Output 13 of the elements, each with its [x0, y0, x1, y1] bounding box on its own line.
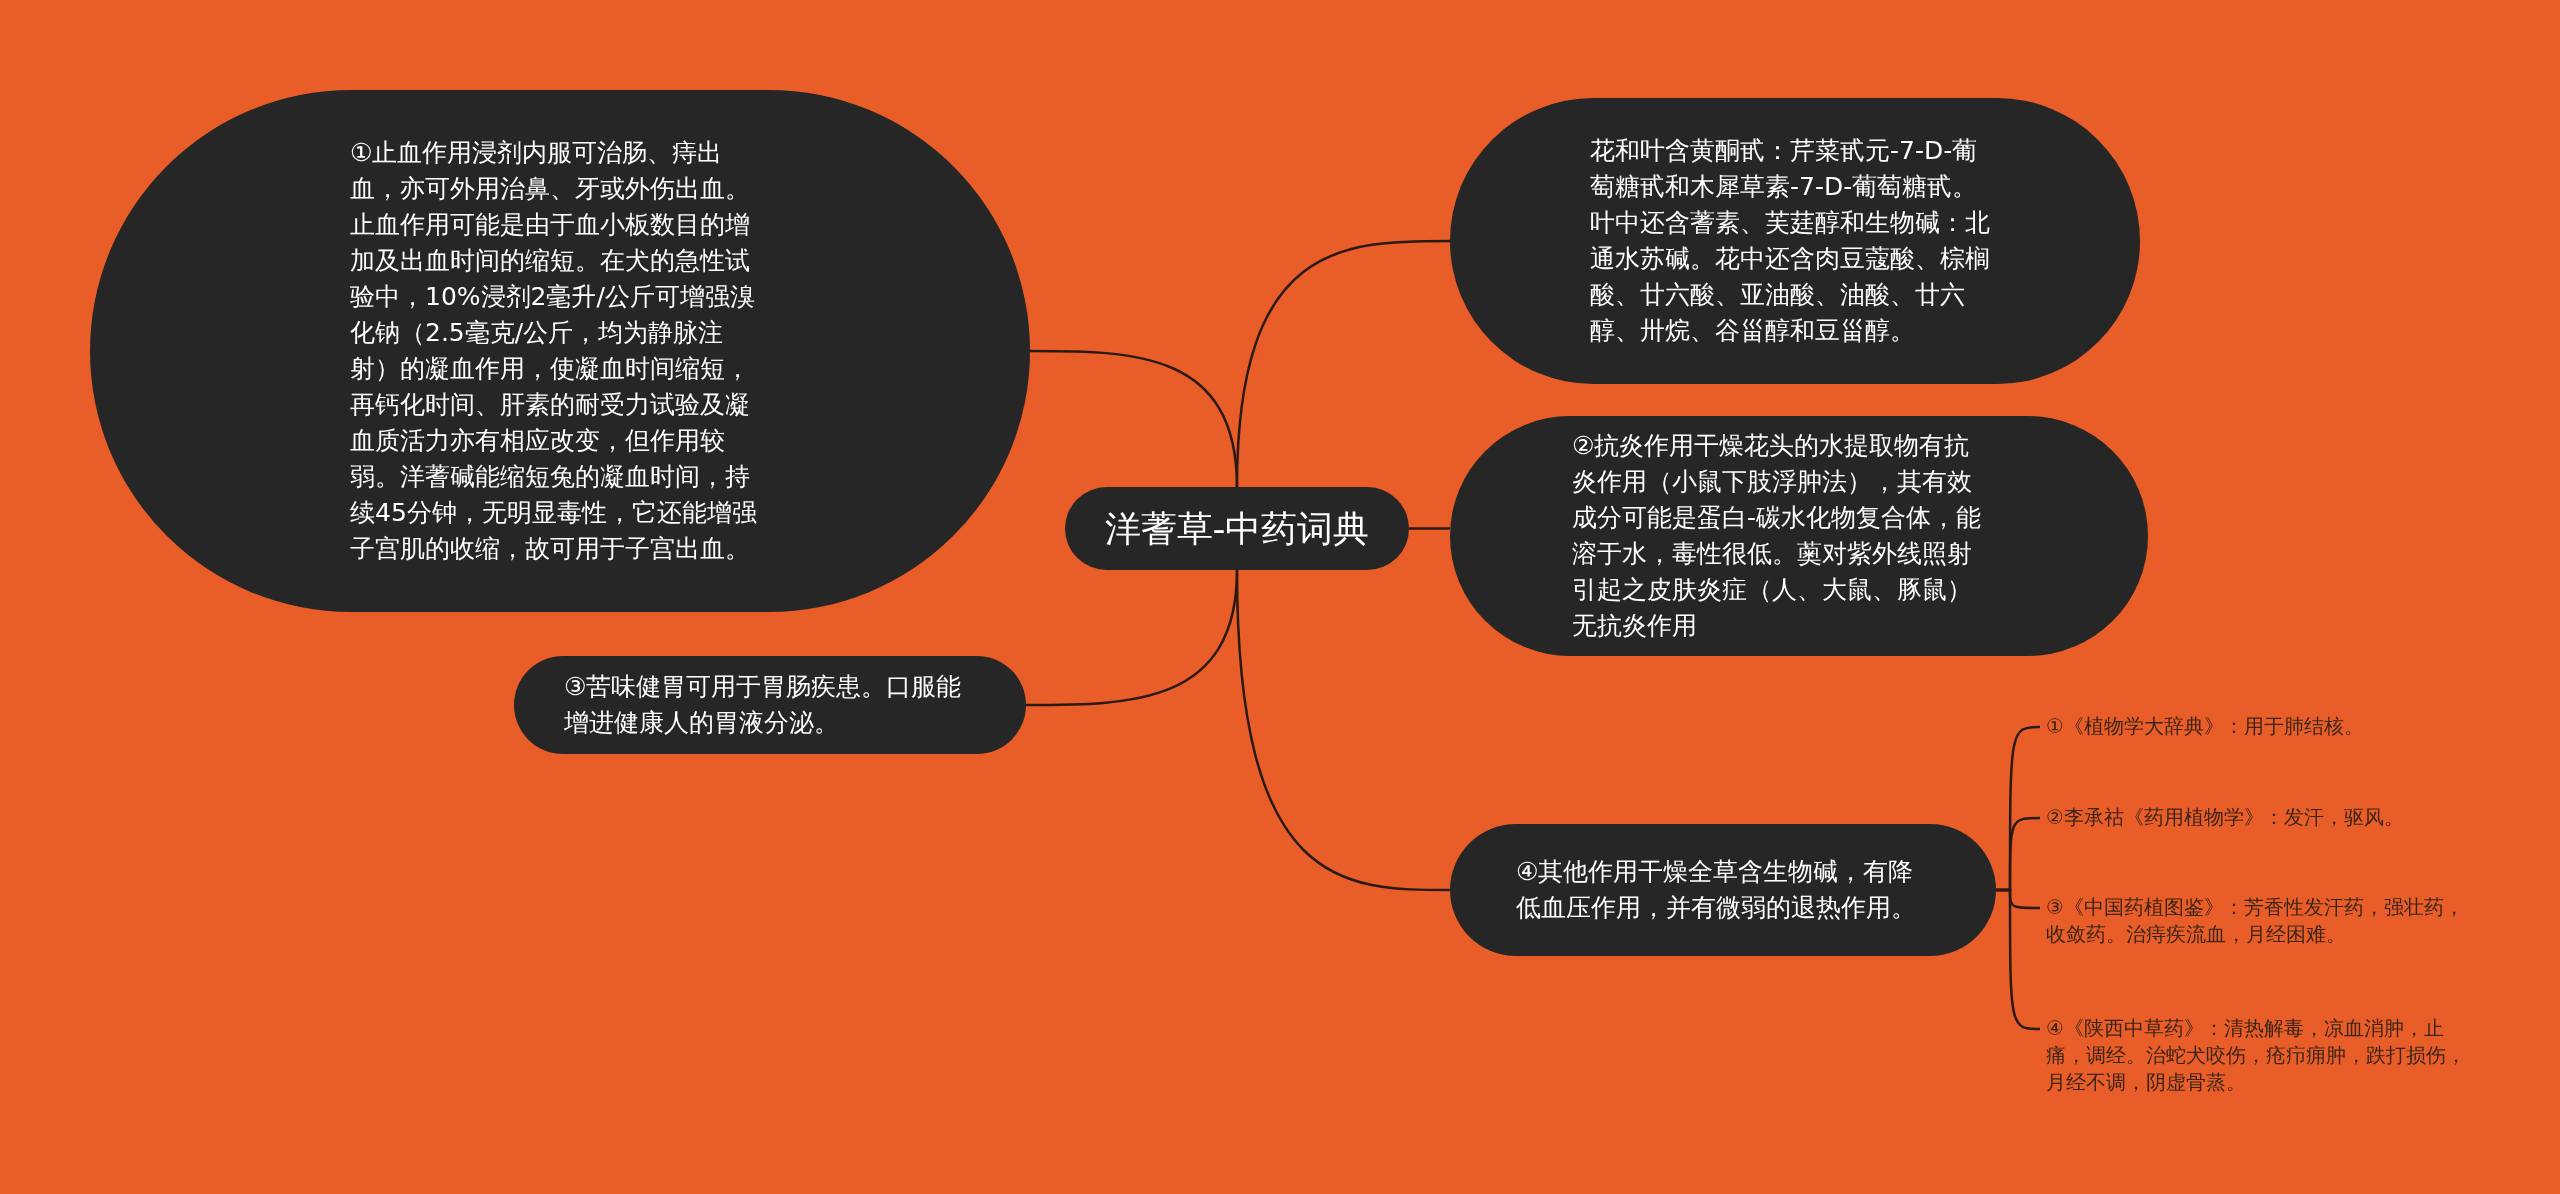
connector-line: [1409, 527, 1450, 530]
connector-line: [1235, 239, 1450, 488]
note-text: ②李承祜《药用植物学》：发汗，驱风。: [2046, 804, 2476, 831]
branch-text: 花和叶含黄酮甙：芹菜甙元-7-D-葡萄糖甙和木犀草素-7-D-葡萄糖甙。叶中还含蓍素、芙莛醇和生物碱：北通水苏碱。花中还含肉豆蔻酸、棕榈酸、廿六酸、亚油酸、油酸、廿六醇、卅烷、谷甾醇和豆甾醇。: [1590, 135, 1991, 347]
topic-title: 洋蓍草-中药词典: [1104, 506, 1370, 551]
note-text: ①《植物学大辞典》：用于肺结核。: [2046, 713, 2476, 740]
branch-text: ①止血作用浸剂内服可治肠、痔出血，亦可外用治鼻、牙或外伤出血。止血作用可能是由于血小板数目的增加及出血时间的缩短。在犬的急性试验中，10%浸剂2毫升/公斤可增强溴化钠（2.5毫克/公斤，均为静脉注射）的凝血作用，使凝血时间缩短，再钙化时间、肝素的耐受力试验及凝血质活力亦有相应改变，但作用较弱。洋蓍碱能缩短兔的凝血时间，持续45分钟，无明显毒性，它还能增强子宫肌的收缩，故可用于子宫出血。: [350, 137, 758, 565]
branch-text: ③苦味健胃可用于胃肠疾患。口服能增进健康人的胃液分泌。: [564, 671, 963, 739]
note-text: ④《陕西中草药》：清热解毒，凉血消肿，止痛，调经。治蛇犬咬伤，疮疖痈肿，跌打损伤，月经不调，阴虚骨蒸。: [2046, 1015, 2476, 1096]
note-text: ③《中国药植图鉴》：芳香性发汗药，强壮药，收敛药。治痔疾流血，月经困难。: [2046, 894, 2476, 948]
branch-text: ②抗炎作用干燥花头的水提取物有抗炎作用（小鼠下肢浮肿法），其有效成分可能是蛋白-碳水化物复合体，能溶于水，毒性很低。薁对紫外线照射引起之皮肤炎症（人、大鼠、豚鼠）无抗炎作用: [1572, 430, 1983, 642]
branch-text: ④其他作用干燥全草含生物碱，有降低血压作用，并有微弱的退热作用。: [1516, 856, 1917, 924]
connector-line: [1235, 569, 1450, 892]
